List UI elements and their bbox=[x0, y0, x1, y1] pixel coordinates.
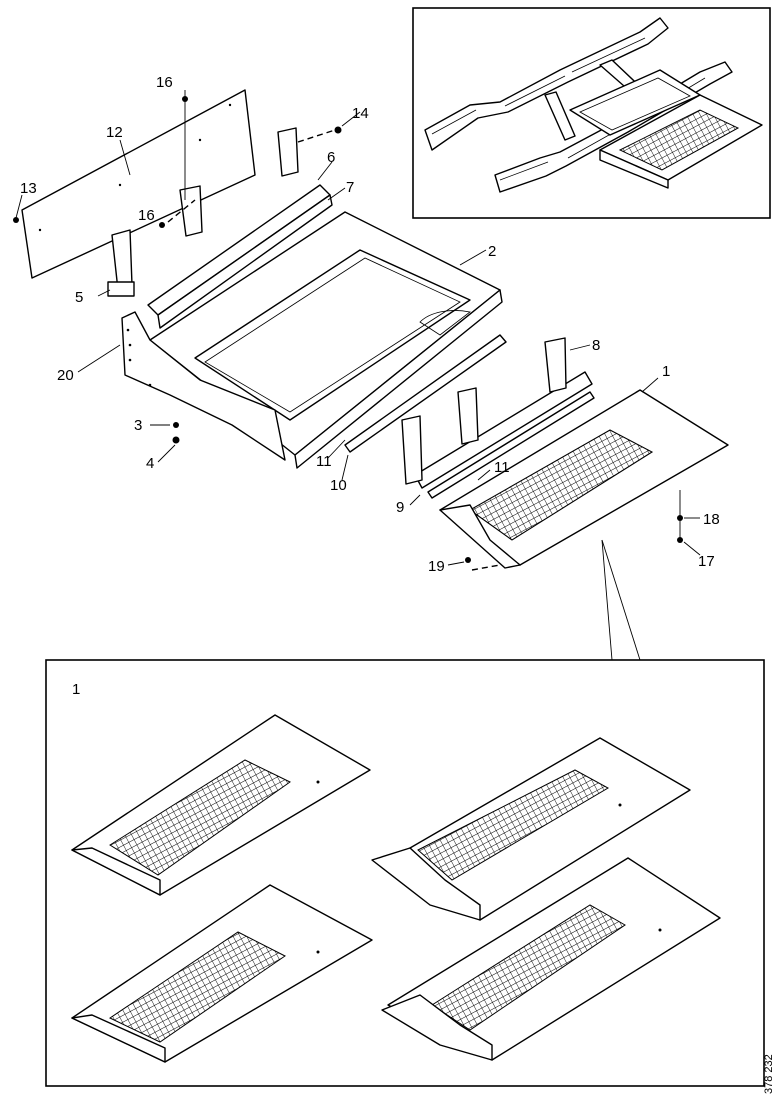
callout-4: 4 bbox=[146, 455, 154, 472]
drawing-reference-number: 378 232 bbox=[763, 1054, 775, 1094]
lower-rail bbox=[344, 334, 507, 453]
callout-10: 10 bbox=[330, 477, 347, 494]
support-leg-left bbox=[111, 229, 133, 291]
detail-zoom-line-right bbox=[601, 539, 641, 661]
callout-16b: 16 bbox=[138, 207, 155, 224]
inset-frame-border bbox=[412, 7, 771, 219]
callout-7: 7 bbox=[346, 179, 354, 196]
detail-zoom-line-left bbox=[601, 539, 613, 661]
callout-8: 8 bbox=[592, 337, 600, 354]
detail-label: 1 bbox=[72, 681, 80, 698]
step-variant-3 bbox=[71, 884, 373, 1063]
support-leg-right bbox=[277, 127, 299, 177]
step-variants-detail: 1 bbox=[45, 659, 765, 1087]
callout-13: 13 bbox=[20, 180, 37, 197]
support-leg-mid bbox=[179, 185, 203, 237]
callout-9: 9 bbox=[396, 499, 404, 516]
callout-19: 19 bbox=[428, 558, 445, 575]
callout-12: 12 bbox=[106, 124, 123, 141]
callout-17: 17 bbox=[698, 553, 715, 570]
detail-frame-border bbox=[45, 659, 765, 1087]
step-support-rail bbox=[414, 371, 593, 489]
callout-5: 5 bbox=[75, 289, 83, 306]
callout-1: 1 bbox=[662, 363, 670, 380]
callout-20: 20 bbox=[57, 367, 74, 384]
callout-18: 18 bbox=[703, 511, 720, 528]
callout-11a: 11 bbox=[316, 453, 332, 470]
callout-2: 2 bbox=[488, 243, 496, 260]
side-bracket bbox=[121, 311, 286, 461]
chassis-frame-inset bbox=[412, 7, 771, 219]
callout-3: 3 bbox=[134, 417, 142, 434]
callout-14: 14 bbox=[352, 105, 369, 122]
step-variant-2 bbox=[371, 737, 691, 921]
main-exploded-assembly bbox=[13, 89, 729, 661]
step-variant-1 bbox=[71, 714, 371, 896]
cover-panel bbox=[21, 89, 256, 279]
step-variant-4 bbox=[381, 857, 721, 1061]
callout-labels: 1 2 3 4 5 6 7 8 9 10 11 11 12 13 14 16 1… bbox=[20, 74, 720, 575]
callout-16a: 16 bbox=[156, 74, 173, 91]
callout-11b: 11 bbox=[494, 459, 510, 476]
callout-6: 6 bbox=[327, 149, 335, 166]
